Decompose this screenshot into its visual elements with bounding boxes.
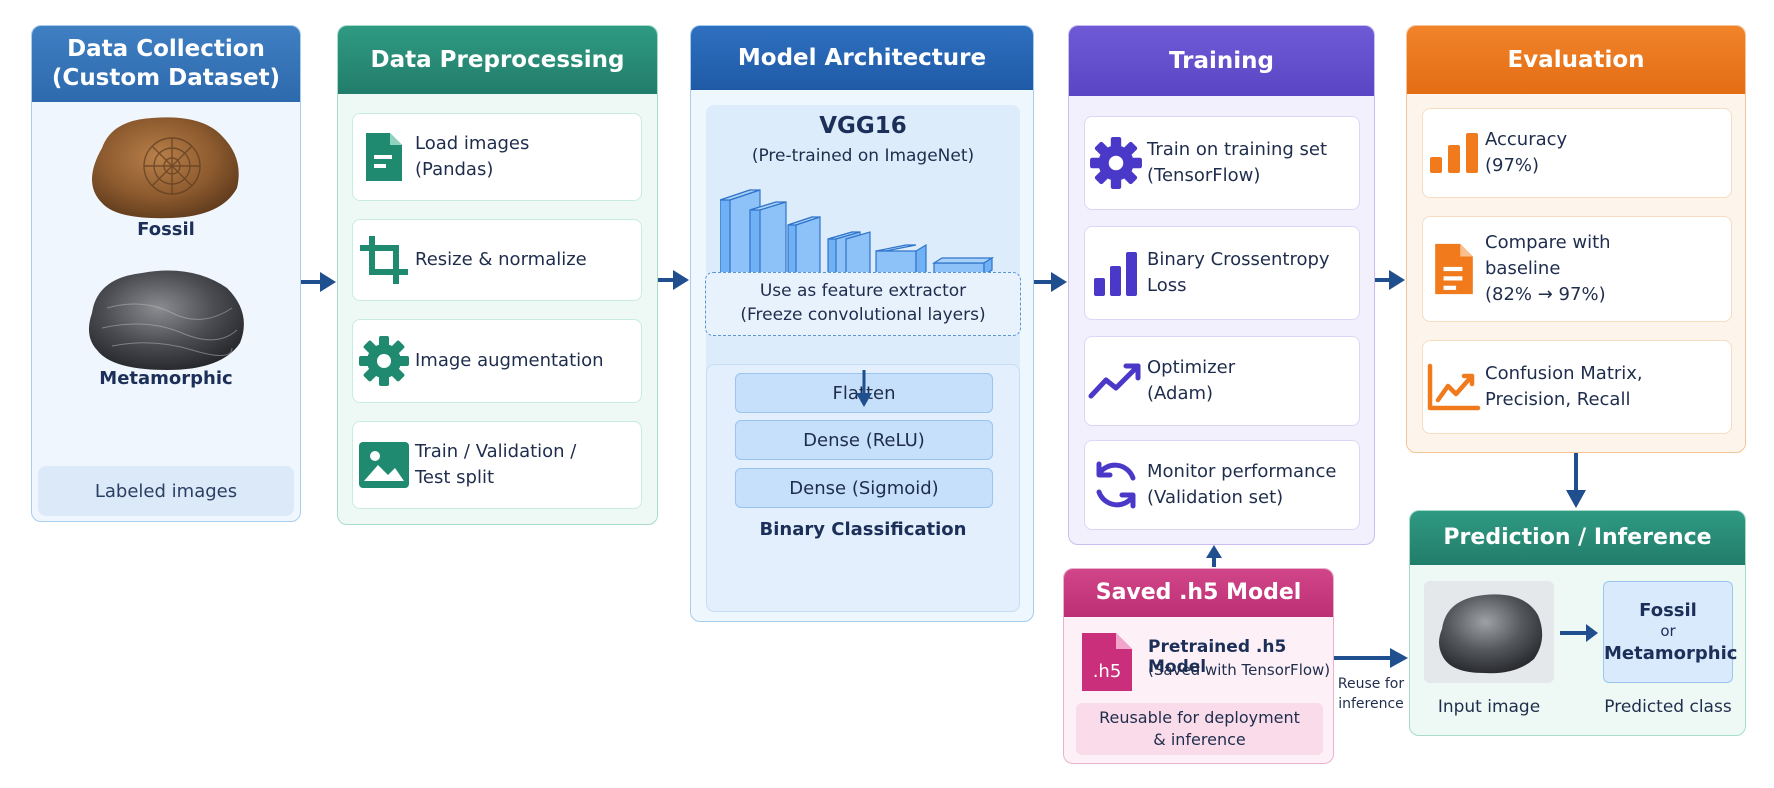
feature-extractor-box: Use as feature extractor (Freeze convolu… xyxy=(705,272,1021,336)
labeled-images-badge: Labeled images xyxy=(38,466,294,516)
eval-confusion-matrix: Confusion Matrix,Precision, Recall xyxy=(1422,340,1732,434)
metamorphic-label: Metamorphic xyxy=(99,368,233,389)
arrow-evaluation-to-prediction xyxy=(1566,453,1586,508)
saved-model-title: Saved .h5 Model xyxy=(1064,569,1333,617)
arrow-collection-to-preprocessing xyxy=(301,272,336,292)
crop-icon xyxy=(353,236,415,284)
saved-model-panel: Saved .h5 Model .h5 Pretrained .h5 Model… xyxy=(1063,568,1334,764)
arrow-training-to-evaluation xyxy=(1375,270,1405,290)
line-chart-icon xyxy=(1423,362,1485,412)
vgg16-title: VGG16 xyxy=(819,113,907,139)
training-title: Training xyxy=(1069,26,1374,96)
arrow-saved-to-prediction xyxy=(1334,648,1408,668)
step-resize-normalize: Resize & normalize xyxy=(352,219,642,301)
data-preprocessing-title: Data Preprocessing xyxy=(338,26,657,94)
arrow-model-to-training xyxy=(1034,272,1067,292)
reuse-for-inference-label: Reuse for inference xyxy=(1337,676,1405,713)
h5-file-icon: .h5 xyxy=(1082,633,1132,691)
binary-classification-label: Binary Classification xyxy=(759,519,967,540)
classifier-head-box: Flatten Dense (ReLU) Dense (Sigmoid) Bin… xyxy=(706,364,1020,612)
layer-flatten: Flatten xyxy=(735,373,993,413)
data-collection-panel: Data Collection (Custom Dataset) Fossil xyxy=(31,25,301,522)
predicted-class-caption: Predicted class xyxy=(1604,697,1732,717)
trend-line-icon xyxy=(1085,360,1147,402)
bar-chart-icon xyxy=(1423,131,1485,175)
document-icon xyxy=(353,131,415,183)
arrow-saved-to-training xyxy=(1206,545,1222,567)
gear-icon xyxy=(1085,136,1147,190)
vgg16-subtitle: (Pre-trained on ImageNet) xyxy=(751,146,975,166)
layer-dense-relu: Dense (ReLU) xyxy=(735,420,993,460)
evaluation-title: Evaluation xyxy=(1407,26,1745,94)
predicted-class-box: Fossil or Metamorphic xyxy=(1603,581,1737,683)
data-collection-title: Data Collection (Custom Dataset) xyxy=(32,26,300,102)
h5-file-icon-text: .h5 xyxy=(1093,661,1122,682)
fossil-label: Fossil xyxy=(137,219,195,240)
step-train-validation-test-split: Train / Validation /Test split xyxy=(352,421,642,509)
reusable-badge: Reusable for deployment & inference xyxy=(1076,703,1323,755)
h5-model-name: Pretrained .h5 Model xyxy=(1148,637,1287,677)
eval-accuracy: Accuracy(97%) xyxy=(1422,108,1732,198)
input-image-caption: Input image xyxy=(1437,697,1541,717)
fossil-rock-image xyxy=(92,117,239,219)
layer-dense-sigmoid: Dense (Sigmoid) xyxy=(735,468,993,508)
input-rock-image xyxy=(1439,594,1543,674)
data-preprocessing-panel: Data Preprocessing Load images(Pandas) R… xyxy=(337,25,658,525)
prediction-arrow xyxy=(1560,624,1598,642)
h5-model-subtitle: (Saved with TensorFlow) xyxy=(1148,661,1331,679)
train-step-optimizer: Optimizer(Adam) xyxy=(1084,336,1360,426)
prediction-title: Prediction / Inference xyxy=(1410,511,1745,565)
arrow-preprocessing-to-model xyxy=(658,270,689,290)
bar-chart-icon xyxy=(1085,248,1147,298)
model-architecture-panel: Model Architecture VGG16 (Pre-trained on… xyxy=(690,25,1034,622)
metamorphic-rock-image xyxy=(88,270,244,370)
gear-icon xyxy=(353,335,415,387)
image-icon xyxy=(353,441,415,489)
document-icon xyxy=(1423,241,1485,297)
step-load-images: Load images(Pandas) xyxy=(352,113,642,201)
step-image-augmentation: Image augmentation xyxy=(352,319,642,403)
train-step-training-set: Train on training set(TensorFlow) xyxy=(1084,116,1360,210)
training-panel: Training Train on training set(TensorFlo… xyxy=(1068,25,1375,545)
train-step-monitor: Monitor performance(Validation set) xyxy=(1084,440,1360,530)
refresh-icon xyxy=(1085,458,1147,512)
input-image xyxy=(1424,581,1554,683)
prediction-panel: Prediction / Inference Fossil or Metamor… xyxy=(1409,510,1746,736)
model-architecture-title: Model Architecture xyxy=(691,26,1033,90)
